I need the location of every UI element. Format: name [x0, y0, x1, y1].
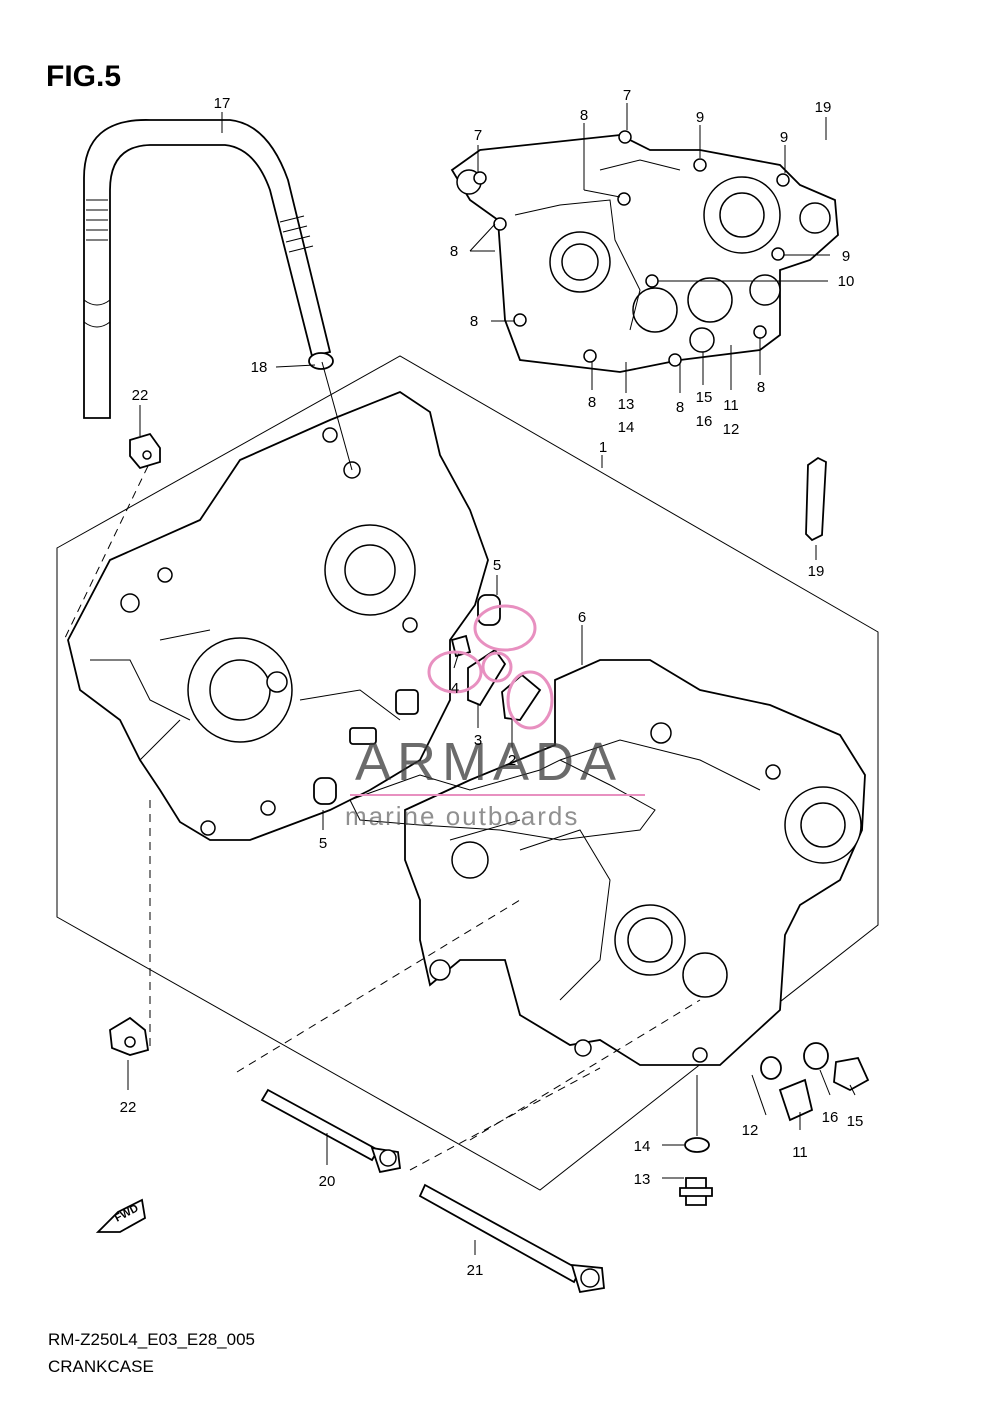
callout-8-bottom-b: 8: [676, 399, 684, 416]
o-ring-16: [803, 1042, 829, 1070]
callout-11-bottom: 11: [792, 1144, 808, 1161]
watermark-logo-icon: [427, 604, 554, 730]
callout-3: 3: [474, 732, 482, 749]
callout-8-bottom-c: 8: [757, 379, 765, 396]
callout-8-top: 8: [580, 107, 588, 124]
crankcase-left-half: [67, 390, 489, 841]
crankcase-bolt-21: [418, 1183, 605, 1294]
callout-20: 20: [319, 1173, 336, 1190]
callout-22-top: 22: [132, 387, 149, 404]
callout-12-top: 12: [723, 421, 740, 438]
callout-16-top: 16: [696, 413, 713, 430]
callout-11-top: 11: [723, 397, 739, 414]
diagram-code: RM-Z250L4_E03_E28_005: [48, 1330, 255, 1349]
crankcase-bolt-20: [260, 1088, 401, 1174]
callout-17: 17: [214, 95, 231, 112]
callout-15-top: 15: [696, 389, 713, 406]
callout-7-left: 7: [474, 127, 482, 144]
o-ring-12: [760, 1056, 782, 1080]
dowel-pin-lower: [313, 777, 337, 805]
callout-5-lower: 5: [319, 835, 327, 852]
callout-9-top: 9: [696, 109, 704, 126]
watermark: ARMADA marine outboards: [345, 604, 645, 831]
watermark-brand: ARMADA: [355, 732, 622, 792]
clip-19: [805, 456, 827, 542]
gasket-14: [684, 1137, 710, 1153]
diagram-name: CRANKCASE: [48, 1357, 154, 1376]
callout-7-top: 7: [623, 87, 631, 104]
drain-bolt-13: [679, 1177, 713, 1206]
callout-21: 21: [467, 1262, 484, 1279]
callout-19-top: 19: [815, 99, 832, 116]
plug-15: [833, 1056, 870, 1092]
callout-8-bottom-a: 8: [588, 394, 596, 411]
plug-11: [778, 1078, 814, 1122]
callout-1: 1: [599, 439, 607, 456]
figure-title: FIG.5: [46, 60, 122, 93]
crankcase-right-half: [404, 659, 866, 1066]
callout-9-side: 9: [842, 248, 850, 265]
assembly-outline: [56, 355, 879, 1191]
callout-6: 6: [578, 609, 586, 626]
watermark-tagline: marine outboards: [345, 801, 579, 831]
callout-10: 10: [838, 273, 855, 290]
callout-19-side: 19: [808, 563, 825, 580]
callout-9-right: 9: [780, 129, 788, 146]
grommet: [308, 352, 334, 370]
callout-22-bottom: 22: [120, 1099, 137, 1116]
callout-18: 18: [251, 359, 268, 376]
callout-2: 2: [508, 752, 516, 769]
forward-arrow-icon: FWD: [95, 1198, 146, 1233]
breather-hose: [83, 119, 332, 419]
callouts: 1 2 3 4 5 5 6 7 7 8 8 8 8 8 8 9 9 9 10 1…: [120, 87, 864, 1279]
callout-15-bottom: 15: [847, 1113, 864, 1130]
callout-8-left: 8: [450, 243, 458, 260]
callout-14-bottom: 14: [634, 1138, 651, 1155]
callout-5-upper: 5: [493, 557, 501, 574]
crankcase-gasket: [349, 759, 656, 841]
crankcase-right-half-inset: [450, 130, 839, 373]
callout-12-bottom: 12: [742, 1122, 759, 1139]
main-leaders: [63, 112, 856, 1255]
callout-14-top: 14: [618, 419, 635, 436]
callout-13-bottom: 13: [634, 1171, 651, 1188]
callout-4: 4: [451, 680, 459, 697]
callout-8-mid: 8: [470, 313, 478, 330]
callout-13-top: 13: [618, 396, 635, 413]
callout-16-bottom: 16: [822, 1109, 839, 1126]
inset-leaders: [469, 103, 830, 393]
